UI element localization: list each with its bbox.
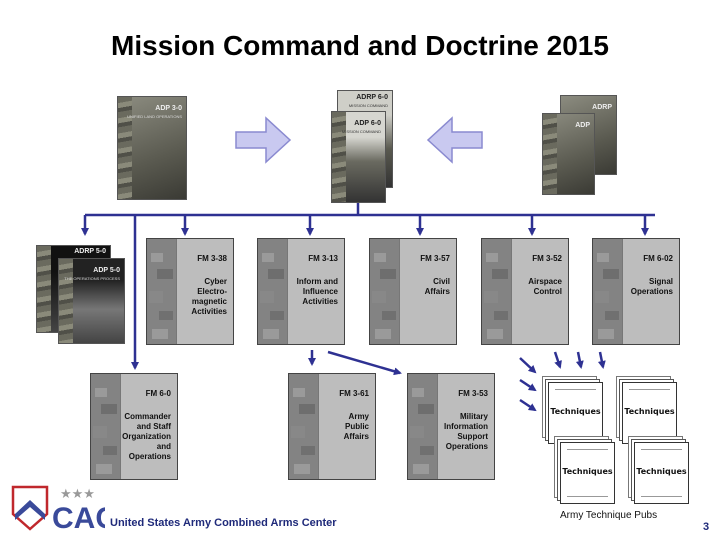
tech-arrow	[553, 351, 562, 369]
technique-label: Techniques	[636, 467, 687, 476]
cac-logo: ★★★ CAC	[11, 485, 105, 532]
footer-org: United States Army Combined Arms Center	[110, 517, 337, 529]
technique-label: Techniques	[562, 467, 613, 476]
technique-label: Techniques	[624, 407, 675, 416]
fm-name: Airspace Control	[528, 277, 562, 296]
logo-text: CAC	[52, 502, 105, 532]
fm-number: FM 3-52	[532, 254, 562, 263]
pub-title: ADP	[575, 122, 590, 129]
pub-subtitle: MISSION COMMAND	[341, 129, 381, 134]
technique-label: Techniques	[550, 407, 601, 416]
pub-subtitle: THE OPERATIONS PROCESS	[64, 276, 120, 281]
right-block-arrow	[235, 116, 292, 164]
pub-title: ADP 6-0	[354, 120, 381, 127]
tech-arrow	[575, 351, 584, 369]
fm-name: Inform and Influence Activities	[296, 277, 338, 306]
svg-text:★★★: ★★★	[60, 487, 95, 502]
pub-title: ADRP 5-0	[74, 248, 106, 255]
pub-subtitle: UNIFIED LAND OPERATIONS	[127, 114, 182, 119]
tech-arrow	[519, 357, 537, 374]
fm-number: FM 6-02	[643, 254, 673, 263]
technique-pub: Techniques	[634, 442, 689, 504]
left-block-arrow	[426, 116, 483, 164]
technique-pub: Techniques	[560, 442, 615, 504]
fm-number: FM 3-57	[420, 254, 450, 263]
fm-name: Cyber Electro- magnetic Activities	[191, 277, 227, 316]
tech-arrow	[597, 351, 606, 369]
fm-number: FM 3-53	[458, 389, 488, 398]
fm3-53-arrow	[327, 350, 402, 376]
pub-cover-adp-6-0: ADP 6-0 MISSION COMMAND	[331, 111, 386, 203]
tech-arrow	[519, 378, 537, 392]
pub-cover-adp-5-0: ADP 5-0 THE OPERATIONS PROCESS	[58, 258, 125, 344]
fm-name: Military Information Support Operations	[444, 412, 488, 451]
technique-caption: Army Technique Pubs	[560, 510, 658, 521]
fm-number: FM 3-61	[339, 389, 369, 398]
slide-title: Mission Command and Doctrine 2015	[111, 30, 609, 61]
pub-subtitle: MISSION COMMAND	[348, 103, 388, 108]
technique-pub: Techniques	[622, 382, 677, 444]
pub-title: ADP 3-0	[155, 105, 182, 112]
fm-name: Civil Affairs	[424, 277, 450, 296]
tech-arrow	[519, 398, 537, 412]
pub-cover-adp: ADP	[542, 113, 595, 195]
pub-title: ADP 5-0	[93, 267, 120, 274]
pub-title: ADRP 6-0	[356, 94, 388, 101]
technique-pub: Techniques	[548, 382, 603, 444]
fm-name: Commander and Staff Organization and Ope…	[122, 412, 171, 461]
pub-cover-adp-3-0: ADP 3-0 UNIFIED LAND OPERATIONS	[117, 96, 187, 200]
fm-number: FM 6-0	[145, 389, 171, 398]
page-number: 3	[703, 521, 710, 533]
fm-number: FM 3-38	[197, 254, 227, 263]
fm-name: Army Public Affairs	[343, 412, 369, 441]
fm-number: FM 3-13	[308, 254, 338, 263]
fm-name: Signal Operations	[630, 277, 673, 296]
pub-title: ADRP	[592, 104, 612, 111]
